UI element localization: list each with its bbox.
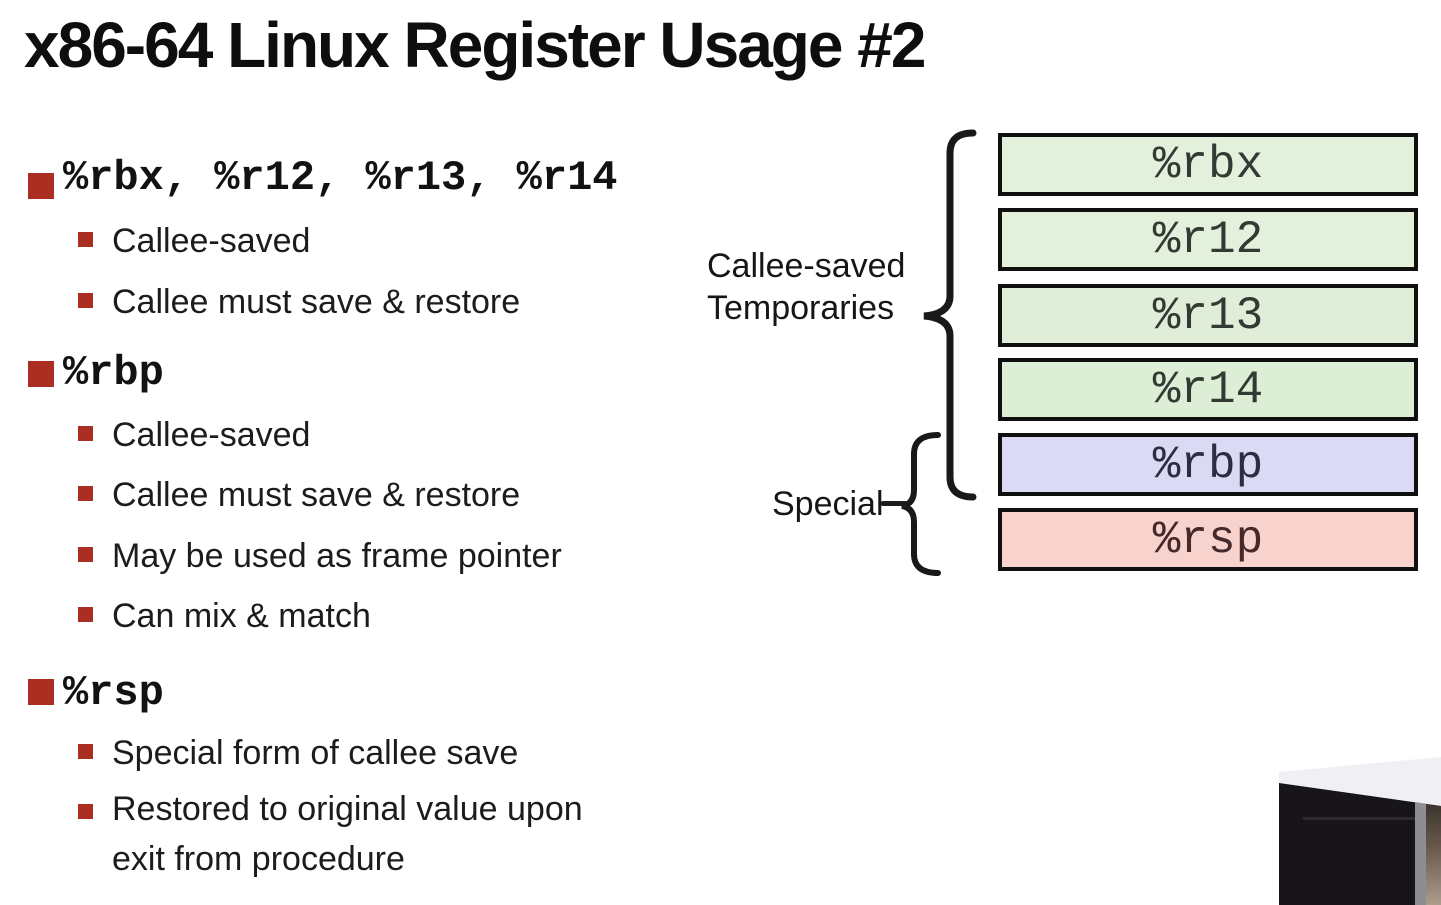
bullet-text: May be used as frame pointer <box>112 537 562 575</box>
webcam-door <box>1426 804 1441 905</box>
sub-bullet-marker <box>78 232 93 247</box>
sub-bullet-marker <box>78 293 93 308</box>
callee-saved-brace-icon <box>923 129 977 501</box>
sub-bullet-marker <box>78 426 93 441</box>
bullet-text: Special form of callee save <box>112 734 519 772</box>
sub-bullet-marker <box>78 547 93 562</box>
register-group-heading: %rsp <box>63 669 164 717</box>
register-label: %r12 <box>1152 213 1264 266</box>
webcam-shelf-line <box>1303 817 1415 820</box>
register-box-r12: %r12 <box>998 208 1418 271</box>
webcam-doorframe <box>1415 802 1426 905</box>
special-connector-line <box>881 501 907 506</box>
register-box-rbx: %rbx <box>998 133 1418 196</box>
register-box-r13: %r13 <box>998 284 1418 347</box>
bullet-text: Callee-saved <box>112 416 311 454</box>
register-group-heading: %rbx, %r12, %r13, %r14 <box>63 154 618 202</box>
bullet-marker <box>28 361 54 387</box>
register-label: %rsp <box>1152 513 1264 566</box>
register-label: %rbx <box>1152 138 1264 191</box>
bullet-text: Callee-saved <box>112 222 311 260</box>
bullet-marker <box>28 679 54 705</box>
sub-bullet-marker <box>78 607 93 622</box>
register-box-rsp: %rsp <box>998 508 1418 571</box>
register-box-rbp: %rbp <box>998 433 1418 496</box>
special-label: Special <box>772 485 884 523</box>
bullet-text: Restored to original value upon exit fro… <box>112 790 583 878</box>
bullet-text: Callee must save & restore <box>112 283 521 321</box>
callee-saved-temporaries-label: Callee-saved Temporaries <box>707 247 906 327</box>
register-label: %rbp <box>1152 438 1264 491</box>
sub-bullet-marker <box>78 804 93 819</box>
register-label: %r14 <box>1152 363 1264 416</box>
webcam-white-surface <box>1279 757 1441 806</box>
brace-icons <box>901 129 977 576</box>
video-feed-image <box>1279 757 1441 905</box>
register-box-r14: %r14 <box>998 358 1418 421</box>
register-group-heading: %rbp <box>63 349 164 397</box>
sub-bullet-marker <box>78 486 93 501</box>
slide-title: x86-64 Linux Register Usage #2 <box>24 9 926 81</box>
register-label: %r13 <box>1152 289 1264 342</box>
sub-bullet-marker <box>78 744 93 759</box>
bullet-text: Can mix & match <box>112 597 371 635</box>
webcam-dark-area <box>1279 783 1441 905</box>
special-brace-icon <box>901 432 941 576</box>
bullet-text: Callee must save & restore <box>112 476 521 514</box>
bullet-marker <box>28 173 54 199</box>
